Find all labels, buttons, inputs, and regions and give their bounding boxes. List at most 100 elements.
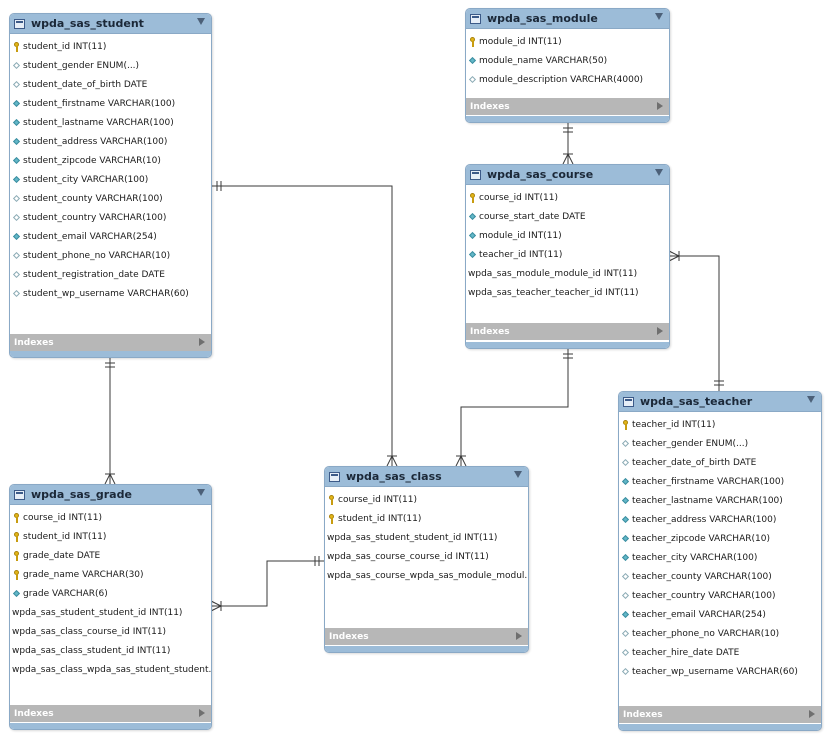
column-row[interactable]: teacher_hire_date DATE (619, 643, 821, 662)
column-row[interactable]: student_zipcode VARCHAR(10) (10, 151, 211, 170)
expand-arrow-icon[interactable] (516, 632, 522, 640)
collapse-arrow-icon[interactable] (655, 169, 663, 176)
column-row[interactable]: student_id INT(11) (10, 37, 211, 56)
column-text: wpda_sas_module_module_id INT(11) (468, 268, 638, 279)
indexes-section[interactable]: Indexes (10, 705, 211, 722)
column-text: wpda_sas_teacher_teacher_id INT(11) (468, 287, 639, 298)
rel-student-class[interactable] (211, 181, 398, 467)
collapse-arrow-icon[interactable] (655, 13, 663, 20)
column-row[interactable]: teacher_lastname VARCHAR(100) (619, 491, 821, 510)
column-row[interactable]: module_description VARCHAR(4000) (466, 70, 669, 89)
column-row[interactable]: wpda_sas_course_course_id INT(11) (325, 547, 528, 566)
indexes-label: Indexes (14, 337, 54, 348)
indexes-label: Indexes (623, 709, 663, 720)
table-header[interactable]: wpda_sas_teacher (619, 392, 821, 412)
column-row[interactable]: student_wp_username VARCHAR(60) (10, 284, 211, 303)
table-header[interactable]: wpda_sas_student (10, 14, 211, 34)
column-row[interactable]: student_registration_date DATE (10, 265, 211, 284)
column-row[interactable]: student_id INT(11) (325, 509, 528, 528)
column-row[interactable]: teacher_address VARCHAR(100) (619, 510, 821, 529)
collapse-arrow-icon[interactable] (197, 489, 205, 496)
rel-course-class[interactable] (455, 349, 573, 467)
column-row[interactable]: module_name VARCHAR(50) (466, 51, 669, 70)
rel-student-grade[interactable] (104, 358, 116, 485)
column-row[interactable]: course_id INT(11) (10, 508, 211, 527)
not-null-column-icon (468, 231, 478, 241)
column-row[interactable]: wpda_sas_course_wpda_sas_module_modul... (325, 566, 528, 585)
indexes-section[interactable]: Indexes (619, 706, 821, 723)
indexes-section[interactable]: Indexes (10, 334, 211, 351)
column-row[interactable]: teacher_zipcode VARCHAR(10) (619, 529, 821, 548)
not-null-column-icon (12, 156, 22, 166)
column-row[interactable]: course_id INT(11) (466, 188, 669, 207)
column-row[interactable]: teacher_email VARCHAR(254) (619, 605, 821, 624)
column-text: student_email VARCHAR(254) (23, 231, 157, 242)
column-row[interactable]: wpda_sas_class_wpda_sas_student_student.… (10, 660, 211, 679)
indexes-section[interactable]: Indexes (325, 628, 528, 645)
table-header[interactable]: wpda_sas_grade (10, 485, 211, 505)
column-row[interactable]: grade VARCHAR(6) (10, 584, 211, 603)
column-text: wpda_sas_course_course_id INT(11) (327, 551, 489, 562)
column-row[interactable]: student_gender ENUM(...) (10, 56, 211, 75)
primary-key-icon (12, 41, 22, 52)
collapse-arrow-icon[interactable] (514, 471, 522, 478)
column-row[interactable]: module_id INT(11) (466, 226, 669, 245)
table-title: wpda_sas_student (31, 17, 144, 30)
table-module[interactable]: wpda_sas_module module_id INT(11)module_n… (465, 8, 670, 123)
column-row[interactable]: module_id INT(11) (466, 32, 669, 51)
column-row[interactable]: wpda_sas_teacher_teacher_id INT(11) (466, 283, 669, 302)
column-row[interactable]: wpda_sas_class_student_id INT(11) (10, 641, 211, 660)
expand-arrow-icon[interactable] (199, 709, 205, 717)
column-row[interactable]: student_lastname VARCHAR(100) (10, 113, 211, 132)
table-header[interactable]: wpda_sas_module (466, 9, 669, 29)
expand-arrow-icon[interactable] (657, 327, 663, 335)
collapse-arrow-icon[interactable] (197, 18, 205, 25)
rel-teacher-course[interactable] (668, 250, 724, 391)
column-row[interactable]: wpda_sas_student_student_id INT(11) (10, 603, 211, 622)
column-row[interactable]: teacher_city VARCHAR(100) (619, 548, 821, 567)
indexes-section[interactable]: Indexes (466, 323, 669, 340)
rel-class-grade[interactable] (210, 556, 325, 612)
column-row[interactable]: student_phone_no VARCHAR(10) (10, 246, 211, 265)
column-row[interactable]: student_address VARCHAR(100) (10, 132, 211, 151)
table-header[interactable]: wpda_sas_course (466, 165, 669, 185)
column-row[interactable]: teacher_phone_no VARCHAR(10) (619, 624, 821, 643)
column-row[interactable]: wpda_sas_student_student_id INT(11) (325, 528, 528, 547)
column-row[interactable]: student_id INT(11) (10, 527, 211, 546)
column-row[interactable]: grade_name VARCHAR(30) (10, 565, 211, 584)
nullable-column-icon (621, 572, 631, 582)
table-course[interactable]: wpda_sas_course course_id INT(11)course_s… (465, 164, 670, 349)
column-row[interactable]: wpda_sas_module_module_id INT(11) (466, 264, 669, 283)
expand-arrow-icon[interactable] (657, 102, 663, 110)
table-grade[interactable]: wpda_sas_grade course_id INT(11)student_i… (9, 484, 212, 730)
table-class[interactable]: wpda_sas_class course_id INT(11)student_i… (324, 466, 529, 653)
expand-arrow-icon[interactable] (199, 338, 205, 346)
not-null-column-icon (621, 553, 631, 563)
column-row[interactable]: student_country VARCHAR(100) (10, 208, 211, 227)
column-row[interactable]: wpda_sas_class_course_id INT(11) (10, 622, 211, 641)
column-row[interactable]: student_city VARCHAR(100) (10, 170, 211, 189)
expand-arrow-icon[interactable] (809, 710, 815, 718)
column-row[interactable]: teacher_date_of_birth DATE (619, 453, 821, 472)
column-row[interactable]: student_email VARCHAR(254) (10, 227, 211, 246)
column-row[interactable]: teacher_country VARCHAR(100) (619, 586, 821, 605)
column-row[interactable]: course_id INT(11) (325, 490, 528, 509)
rel-module-course[interactable] (562, 123, 574, 165)
column-text: grade_date DATE (23, 550, 101, 561)
column-row[interactable]: teacher_id INT(11) (466, 245, 669, 264)
column-row[interactable]: grade_date DATE (10, 546, 211, 565)
column-row[interactable]: teacher_county VARCHAR(100) (619, 567, 821, 586)
column-row[interactable]: course_start_date DATE (466, 207, 669, 226)
column-row[interactable]: teacher_firstname VARCHAR(100) (619, 472, 821, 491)
column-row[interactable]: teacher_id INT(11) (619, 415, 821, 434)
column-row[interactable]: student_county VARCHAR(100) (10, 189, 211, 208)
column-row[interactable]: teacher_gender ENUM(...) (619, 434, 821, 453)
collapse-arrow-icon[interactable] (807, 396, 815, 403)
indexes-section[interactable]: Indexes (466, 98, 669, 115)
column-row[interactable]: student_date_of_birth DATE (10, 75, 211, 94)
column-row[interactable]: student_firstname VARCHAR(100) (10, 94, 211, 113)
table-header[interactable]: wpda_sas_class (325, 467, 528, 487)
column-row[interactable]: teacher_wp_username VARCHAR(60) (619, 662, 821, 681)
